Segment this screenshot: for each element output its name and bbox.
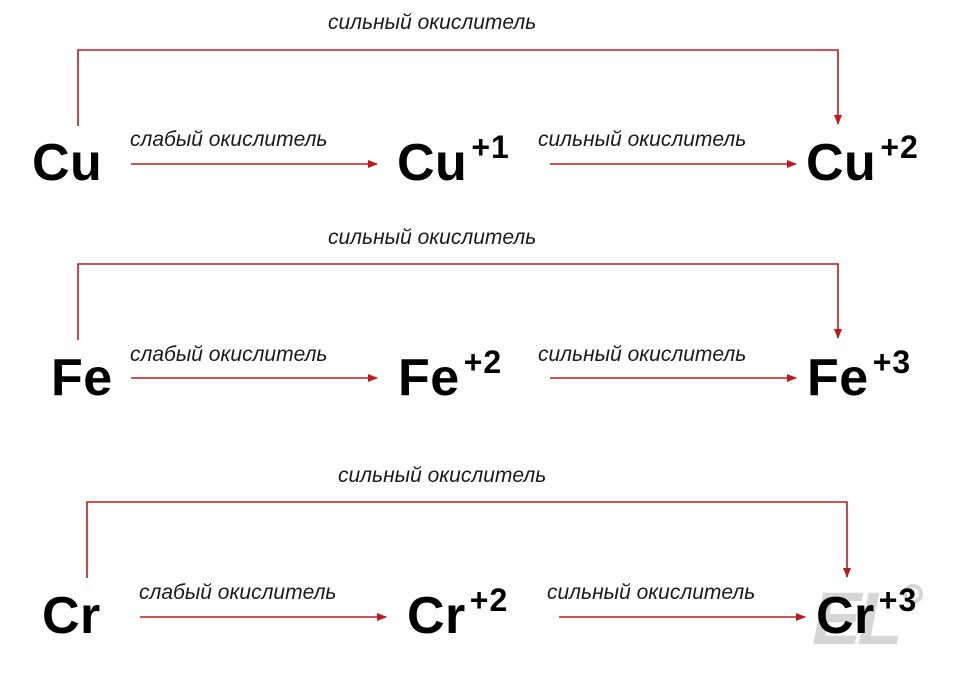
row1-species-3: Cu+2 [806, 131, 919, 192]
symbol: Cr [42, 587, 101, 645]
charge: +3 [878, 582, 918, 618]
bracket-arrow-row1 [77, 49, 842, 126]
row3-top-label: сильный окислитель [338, 464, 547, 487]
symbol: Cu [32, 134, 103, 192]
row3-strong-label: сильный окислитель [547, 581, 756, 604]
row3-weak-label: слабый окислитель [139, 581, 337, 604]
row3-species-2: Cr+2 [407, 584, 508, 645]
row1-top-label: сильный окислитель [328, 11, 537, 34]
row1-strong-label: сильный окислитель [538, 128, 747, 151]
row2-species-1: Fe [51, 352, 113, 404]
symbol: Cr [816, 587, 875, 645]
row3-species-1: Cr [42, 590, 101, 642]
symbol: Fe [398, 349, 460, 407]
row3-species-3: Cr+3 [816, 584, 917, 645]
bracket-arrow-row2 [77, 263, 842, 340]
watermark-logo: EL [812, 577, 903, 660]
row2-species-3: Fe+3 [807, 346, 911, 407]
symbol: Cr [407, 587, 466, 645]
row1-weak-label: слабый окислитель [130, 128, 328, 151]
row2-species-2: Fe+2 [398, 346, 502, 407]
charge: +1 [471, 129, 510, 165]
row2-weak-label: слабый окислитель [130, 343, 328, 366]
row1-species-2: Cu+1 [397, 131, 510, 192]
charge: +2 [469, 582, 509, 618]
bracket-arrow-row3 [86, 501, 851, 578]
row1-species-1: Cu [32, 137, 102, 189]
symbol: Fe [807, 349, 869, 407]
charge: +3 [872, 344, 912, 380]
symbol: Cu [806, 134, 877, 192]
row2-top-label: сильный окислитель [328, 226, 537, 249]
watermark-ring-icon [903, 584, 923, 604]
charge: +2 [880, 129, 919, 165]
charge: +2 [463, 344, 503, 380]
row2-strong-label: сильный окислитель [538, 343, 747, 366]
symbol: Cu [397, 134, 468, 192]
symbol: Fe [51, 349, 113, 407]
